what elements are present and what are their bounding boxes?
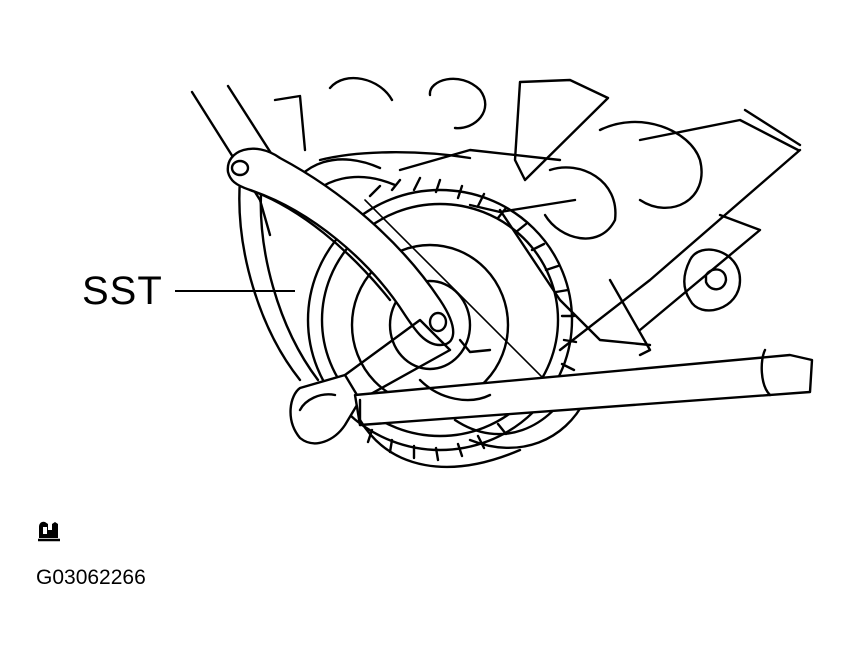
figure-id: G03062266 [36,566,146,589]
sst-leader-line [175,290,295,292]
timing-belt-outline [238,158,587,449]
breaker-bar [289,318,814,445]
sst-callout-label: SST [82,269,163,313]
engine-head-outline [190,76,802,357]
hand-wrench-icon [38,521,60,542]
pulley-lower-rim [358,378,522,469]
sst-holding-tool [226,147,455,347]
